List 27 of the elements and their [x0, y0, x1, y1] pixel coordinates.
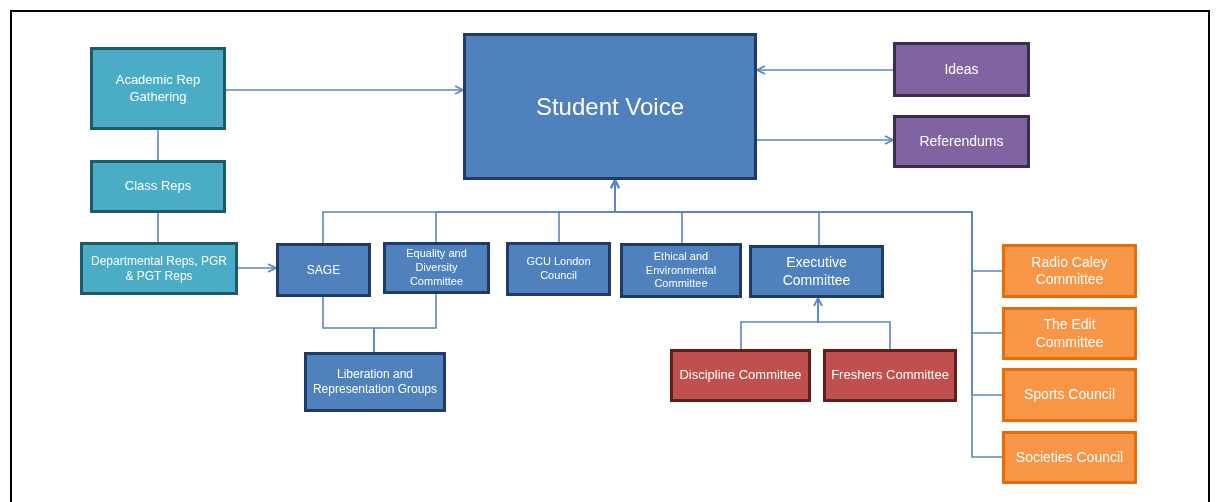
- org-box: Equality and Diversity Committee: [383, 242, 490, 294]
- connector-line: [373, 293, 437, 353]
- org-box: Class Reps: [90, 160, 226, 213]
- org-box: Academic Rep Gathering: [90, 47, 226, 130]
- org-box: Student Voice: [463, 33, 757, 180]
- org-box: Ideas: [893, 42, 1030, 97]
- org-box: Executive Committee: [749, 245, 884, 298]
- connector-line: [157, 129, 159, 161]
- org-box: Referendums: [893, 115, 1030, 168]
- connector-arrow: [225, 85, 464, 95]
- org-box: GCU London Council: [506, 242, 611, 296]
- org-box: Societies Council: [1002, 431, 1137, 484]
- org-box: Departmental Reps, PGR & PGT Reps: [80, 242, 238, 295]
- connector-arrow: [237, 263, 277, 273]
- org-box: SAGE: [276, 243, 371, 297]
- connector-arrow: [610, 179, 1003, 458]
- org-box: The Edit Committee: [1002, 307, 1137, 360]
- connector-arrow: [813, 297, 891, 350]
- connector-arrow: [756, 135, 894, 145]
- org-box: Radio Caley Committee: [1002, 244, 1137, 298]
- connector-arrow: [756, 65, 894, 75]
- org-box: Sports Council: [1002, 368, 1137, 422]
- org-box: Liberation and Representation Groups: [304, 352, 446, 412]
- org-box: Discipline Committee: [670, 349, 811, 402]
- org-box: Ethical and Environmental Committee: [620, 243, 742, 298]
- connector-line: [157, 212, 159, 243]
- org-box: Freshers Committee: [823, 349, 957, 402]
